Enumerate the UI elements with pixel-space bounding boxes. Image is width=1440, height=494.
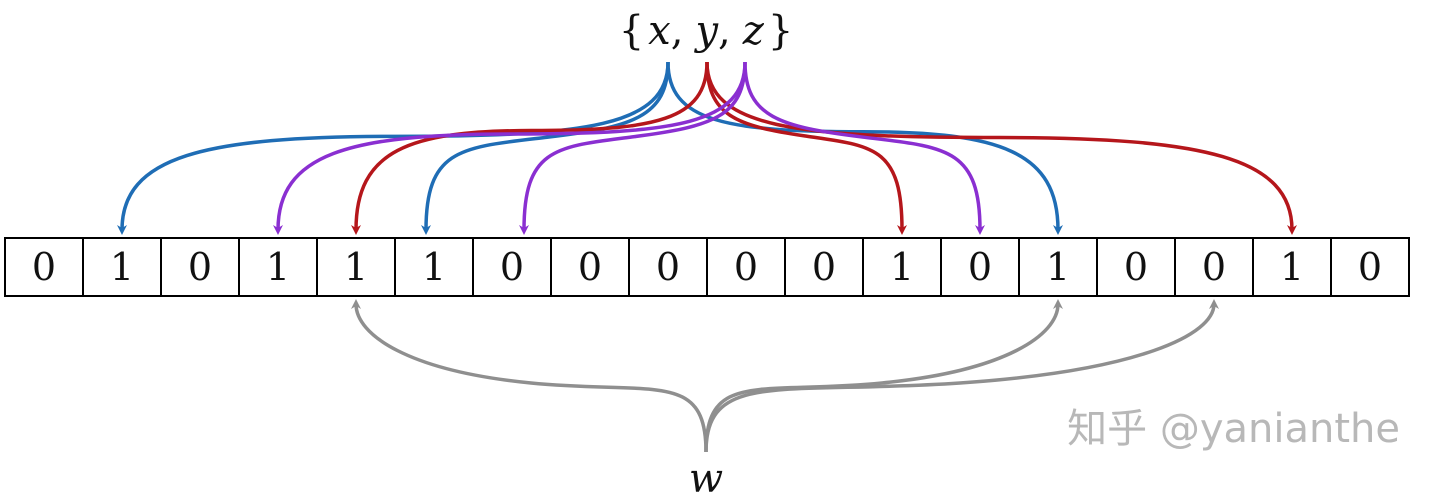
- set-close-brace: }: [768, 8, 793, 54]
- bit-cell: 1: [238, 237, 318, 297]
- bit-cell-box: [940, 237, 1020, 297]
- bit-value: 0: [656, 245, 680, 289]
- hash-arrow-y: [351, 61, 709, 235]
- bit-cell-box: [1330, 237, 1410, 297]
- bit-value: 0: [1124, 245, 1148, 289]
- set-element-y: y: [693, 8, 719, 54]
- bit-cell: 0: [1096, 237, 1176, 297]
- bit-value: 0: [32, 245, 56, 289]
- bit-cell-box: [706, 237, 786, 297]
- set-element-x: x: [648, 8, 671, 54]
- bit-cell-box: [1174, 237, 1254, 297]
- bit-cell: 0: [4, 237, 84, 297]
- hash-arrow-z: [743, 61, 985, 235]
- bit-value: 1: [1046, 245, 1070, 289]
- hash-arrow-w: [704, 299, 1063, 453]
- bit-cell-box: [472, 237, 552, 297]
- bit-value: 0: [968, 245, 992, 289]
- bit-cell: 0: [472, 237, 552, 297]
- set-separator-2: ,: [718, 8, 731, 54]
- bit-cell: 1: [82, 237, 162, 297]
- bit-value: 1: [422, 245, 446, 289]
- bit-cell: 0: [1174, 237, 1254, 297]
- bit-cell-box: [628, 237, 708, 297]
- bit-cell: 1: [862, 237, 942, 297]
- bit-cell-box: [4, 237, 84, 297]
- bit-value: 1: [890, 245, 914, 289]
- query-label-w: w: [689, 456, 723, 494]
- hash-arrow-y: [705, 61, 907, 235]
- bit-value: 0: [812, 245, 836, 289]
- bit-cell-box: [1096, 237, 1176, 297]
- bit-cell-box: [1018, 237, 1098, 297]
- bit-value: 0: [1358, 245, 1382, 289]
- bit-cell: 0: [628, 237, 708, 297]
- bit-cell: 1: [1018, 237, 1098, 297]
- bit-cell: 1: [1252, 237, 1332, 297]
- watermark: 知乎 @yanianthe: [1067, 406, 1400, 452]
- bit-cell-box: [160, 237, 240, 297]
- bit-cell: 0: [160, 237, 240, 297]
- hash-arrow-x: [421, 61, 670, 235]
- bit-value: 0: [500, 245, 524, 289]
- set-separator-1: ,: [671, 8, 684, 54]
- bit-cell: 0: [1330, 237, 1410, 297]
- set-element-z: z: [742, 8, 765, 54]
- bit-value: 0: [578, 245, 602, 289]
- bit-cell: 0: [706, 237, 786, 297]
- bit-cell-box: [394, 237, 474, 297]
- bit-cell-box: [316, 237, 396, 297]
- bit-value: 0: [734, 245, 758, 289]
- hash-arrow-w: [704, 299, 1219, 453]
- bit-value: 1: [110, 245, 134, 289]
- bit-cell-box: [784, 237, 864, 297]
- bit-value: 0: [188, 245, 212, 289]
- bit-cell-box: [238, 237, 318, 297]
- bit-cell-box: [82, 237, 162, 297]
- hash-arrow-z: [519, 61, 747, 235]
- hash-arrows: [117, 61, 1297, 453]
- hash-arrow-x: [117, 61, 670, 235]
- bit-value: 1: [344, 245, 368, 289]
- bit-cell: 0: [940, 237, 1020, 297]
- bit-cell: 1: [316, 237, 396, 297]
- bit-value: 1: [266, 245, 290, 289]
- set-open-brace: {: [619, 8, 644, 54]
- hash-arrow-y: [705, 61, 1297, 235]
- hash-arrow-w: [351, 299, 708, 453]
- bit-cell: 1: [394, 237, 474, 297]
- bit-value: 1: [1280, 245, 1304, 289]
- bit-cell: 0: [550, 237, 630, 297]
- bit-value: 0: [1202, 245, 1226, 289]
- bit-array: 0 1 0 1 1 1 0 0 0 0 0 1 0 1 0 0 1 0: [4, 237, 1410, 297]
- hash-arrow-z: [273, 61, 747, 235]
- bit-cell-box: [1252, 237, 1332, 297]
- bit-cell: 0: [784, 237, 864, 297]
- set-label: {x,y,z}: [619, 8, 794, 54]
